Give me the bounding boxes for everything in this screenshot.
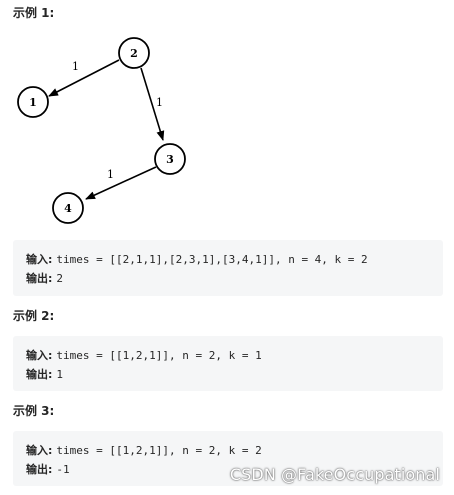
example-3-heading: 示例 3: [13,404,55,418]
output-value: 2 [56,272,64,285]
csdn-watermark: CSDN @FakeOccupational [229,465,440,484]
example-3-output-line: 输出:-1 [26,460,431,479]
example-3-input-line: 输入:times = [[1,2,1]], n = 2, k = 2 [26,441,431,460]
output-label: 输出: [26,463,53,476]
edge-2-to-1-weight: 1 [72,60,79,73]
graph-node-1-label: 1 [29,96,37,109]
output-value: 1 [56,368,64,381]
input-value: times = [[2,1,1],[2,3,1],[3,4,1]], n = 4… [56,253,368,266]
edge-3-to-4-weight: 1 [107,168,114,181]
input-label: 输入: [26,253,53,266]
graph-node-1: 1 [17,86,49,118]
example-2-output-line: 输出:1 [26,365,431,384]
graph-node-3: 3 [154,143,186,175]
input-value: times = [[1,2,1]], n = 2, k = 2 [56,444,262,457]
edge-2-to-3-weight: 1 [156,96,163,109]
example-1-input-line: 输入:times = [[2,1,1],[2,3,1],[3,4,1]], n … [26,250,431,269]
graph-node-4-label: 4 [64,202,72,215]
graph-node-3-label: 3 [166,153,174,166]
output-value: -1 [56,463,70,476]
output-label: 输出: [26,272,53,285]
graph-node-2: 2 [118,37,150,69]
example-2-heading: 示例 2: [13,309,55,323]
input-label: 输入: [26,444,53,457]
example-1-heading: 示例 1: [13,6,55,20]
example-1-code-block: 输入:times = [[2,1,1],[2,3,1],[3,4,1]], n … [13,240,443,296]
example-2-input-line: 输入:times = [[1,2,1]], n = 2, k = 1 [26,346,431,365]
example-3-code-block: 输入:times = [[1,2,1]], n = 2, k = 2 输出:-1 [13,431,443,486]
graph-node-2-label: 2 [130,47,138,60]
graph-node-4: 4 [52,192,84,224]
edge-3-to-4 [85,166,157,200]
input-label: 输入: [26,349,53,362]
example-2-code-block: 输入:times = [[1,2,1]], n = 2, k = 1 输出:1 [13,336,443,391]
output-label: 输出: [26,368,53,381]
example-1-output-line: 输出:2 [26,269,431,288]
example-1-graph-diagram: 1 1 1 2 1 3 4 [17,37,186,224]
input-value: times = [[1,2,1]], n = 2, k = 1 [56,349,262,362]
edge-2-to-3 [140,67,165,141]
edge-2-to-1 [48,59,120,97]
